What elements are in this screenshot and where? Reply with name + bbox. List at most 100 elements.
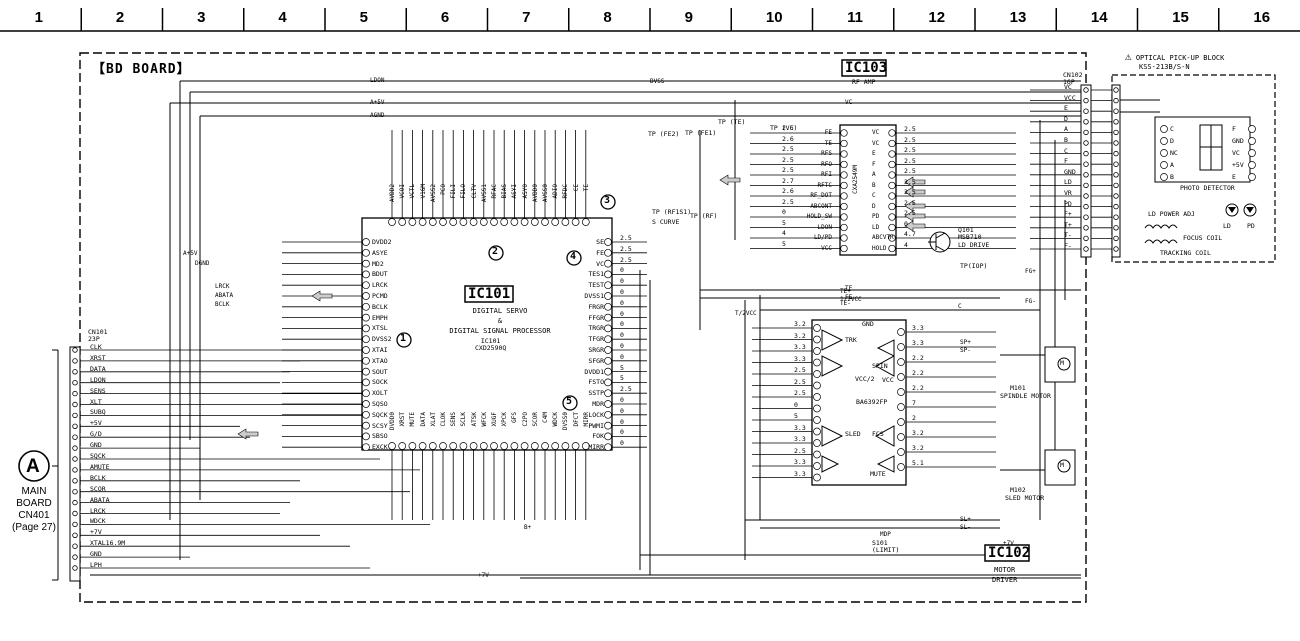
ic101-bottom-pin: SCOR	[531, 412, 539, 427]
ic103-desc: RF AMP	[852, 78, 876, 86]
ic103-right-pin: A	[872, 171, 876, 178]
ic103-right-value: 2.5	[904, 125, 916, 133]
grid-col-15: 15	[1172, 9, 1189, 26]
ic101-right-value: 0	[620, 266, 624, 275]
ic103-right-pin: E	[872, 150, 876, 157]
ic101-top-pin: ADIO	[552, 184, 560, 199]
ic101-sub: IC101	[480, 337, 501, 345]
ic103-left-pin: HOLD_SW	[806, 213, 832, 220]
net-label: +7V	[1003, 540, 1014, 547]
callout-markers	[396, 194, 616, 411]
ic101-left-pin: XTAI	[372, 346, 388, 354]
ic103-left-pin: VCC	[821, 244, 832, 252]
ic102-block-label: TRK	[845, 336, 857, 344]
net-label: A+5V	[370, 99, 385, 106]
test-point-label: TP (TE)	[718, 118, 746, 126]
ic103-left-value: 2.5	[782, 166, 794, 174]
ic101-bottom-pin: XUGF	[491, 412, 498, 427]
ic101-top-pin: V16M	[419, 184, 427, 199]
ld-label: LD	[1223, 222, 1231, 230]
main-board-line2: BOARD	[16, 498, 52, 509]
ic103-left-pin: RFI	[821, 171, 832, 178]
cn101-pin-label: SUBQ	[90, 408, 106, 417]
net-label: T/2VCC	[735, 310, 757, 317]
grid-col-10: 10	[765, 9, 783, 26]
ic103-right-pin: D	[872, 202, 876, 210]
ic101-right-pin: DVDD1	[584, 367, 604, 376]
ic101-right-pin: DVSS1	[584, 292, 604, 300]
cn102-pin-label: D	[1064, 114, 1068, 123]
ic103-left-value: 0	[782, 208, 786, 216]
ic103-left-pin: LD/PD	[813, 234, 832, 241]
tracking-coil	[1144, 239, 1178, 244]
ic101-right-value: 0	[620, 352, 624, 361]
grid-col-2: 2	[115, 9, 125, 26]
ic101-bottom-pin: DVSS0	[562, 412, 570, 431]
ic102-block-label: MUTE	[870, 470, 886, 478]
test-point-label: TP (RF1S1)	[652, 208, 692, 216]
ic101-bottom-pin: GFS	[511, 412, 519, 423]
ic102-right-value: 2.2	[912, 384, 924, 392]
cn101-pin-label: XLT	[90, 397, 102, 406]
ic103-left-value: 4	[782, 229, 786, 237]
ic101-top-pin: RFDC	[562, 184, 570, 199]
ic103-right-value: 2.5	[904, 146, 916, 154]
pd-pin-label: C	[1170, 125, 1174, 133]
pickup-title-line: ⚠ OPTICAL PICK-UP BLOCK	[1125, 51, 1224, 63]
spindle-motor-name: SPINDLE MOTOR	[1000, 392, 1051, 400]
ic101-top-pin: RFAC	[491, 184, 498, 199]
grid-col-3: 3	[197, 9, 206, 26]
grid-col-7: 7	[522, 9, 531, 26]
ic103-right-pin: B	[872, 181, 876, 189]
ic102-block-label: GND	[862, 320, 874, 328]
ic101-bottom-pin: WDCK	[552, 412, 560, 427]
ic103-right-value: 2.5	[904, 188, 916, 196]
cn101-pin-label: +5V	[90, 419, 102, 428]
ic101-left-pin: MD2	[372, 259, 384, 268]
ic103-left-pin: ABCONT	[810, 202, 832, 210]
callout-number: 5	[566, 396, 573, 407]
ic101-left-pin: BDUT	[372, 270, 388, 279]
ic101-right-value: 5	[620, 374, 624, 383]
ic101-top-pin: AVDD2	[389, 184, 396, 203]
grid-col-11: 11	[847, 9, 863, 26]
ic102-left-value: 2.5	[794, 377, 806, 386]
net-label: B+	[524, 524, 532, 531]
ic101-bottom-pin: C4M	[542, 412, 549, 423]
cn101-pin-label: XRST	[90, 353, 106, 362]
ic102-part: BA6392FP	[856, 398, 888, 406]
q101-part: MSB710	[958, 233, 982, 241]
ic103-left-pin: RFS	[821, 150, 832, 157]
ic101-bottom-pin: DVDD0	[389, 412, 396, 431]
s101-name: (LIMIT)	[872, 546, 900, 554]
photo-detector-label: PHOTO DETECTOR	[1180, 184, 1235, 192]
ic101-top-pin: ASYO	[521, 184, 529, 199]
grid-col-16: 16	[1253, 9, 1271, 26]
ic101-right-value: 0	[620, 277, 624, 286]
net-label: SL+	[960, 516, 971, 523]
ic102-left-value: 2.5	[794, 446, 806, 455]
grid-col-9: 9	[684, 9, 693, 26]
sled-motor-symbol: M	[1060, 461, 1064, 469]
ic102-right-value: 5.1	[912, 459, 924, 467]
ic101-top-pin: FILO	[460, 184, 468, 199]
cn102-pin-label: T-	[1064, 231, 1072, 240]
ic101-top-pin: TE	[582, 184, 590, 192]
ic101-left-pin: PCMD	[372, 292, 388, 300]
pd-pin-label: B	[1170, 173, 1174, 181]
ic101-desc1: DIGITAL SERVO	[472, 307, 528, 315]
ic102-right-value: 3.3	[912, 339, 924, 347]
ic103-right-pin: VC	[872, 139, 880, 147]
ic101-top-pin: AVSS0	[542, 184, 549, 203]
cn102-pin-label: LD	[1064, 178, 1072, 187]
ic101-bottom-pin: SCLK	[460, 412, 468, 427]
ic103-left-pin: TE	[824, 139, 832, 147]
ic101-left-pin: SOCK	[372, 378, 388, 387]
main-board-label: MAIN BOARD CN401 (Page 27)	[4, 486, 64, 534]
ic101-bottom-pin: XLAT	[429, 412, 437, 427]
ic103-right-pin: VC	[872, 129, 880, 136]
cn102-pin-label: T+	[1064, 220, 1072, 229]
test-point-label: TP (VC)	[770, 124, 798, 132]
ic101-left-pin: XTAO	[372, 356, 388, 365]
ic103-left-value: 2.5	[782, 155, 794, 164]
